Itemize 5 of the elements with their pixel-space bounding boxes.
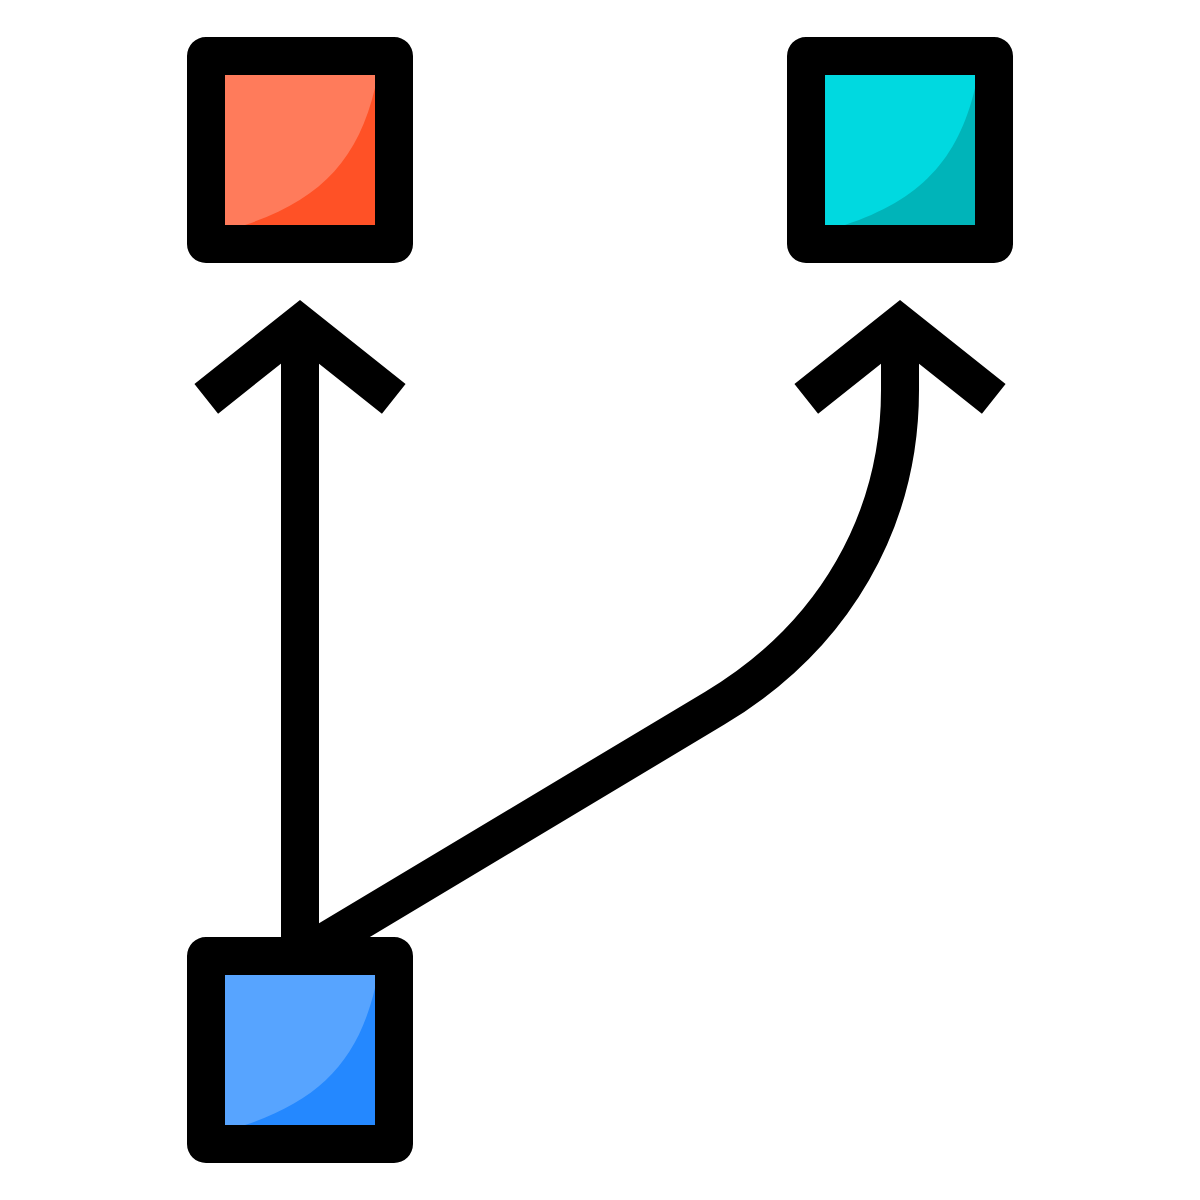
arrow (194, 300, 406, 937)
arrow (319, 300, 1006, 937)
square (787, 37, 1013, 263)
square (187, 937, 413, 1163)
square (187, 37, 413, 263)
